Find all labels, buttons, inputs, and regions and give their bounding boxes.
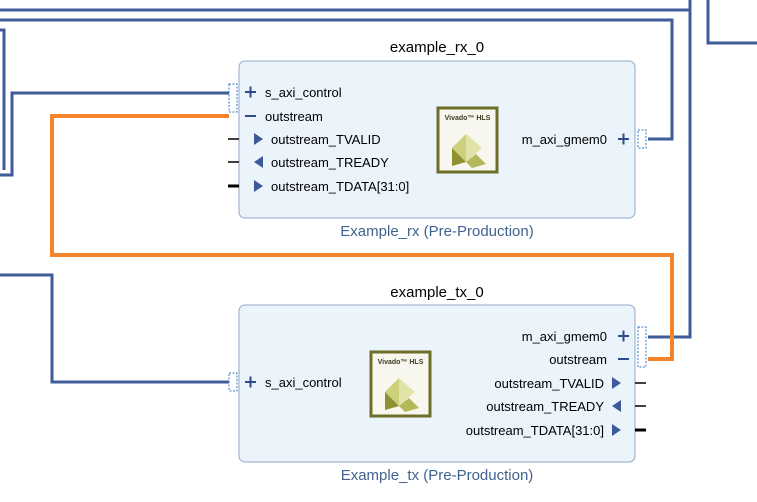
logo-text: Vivado™ HLS	[378, 359, 424, 366]
net-tx-s-axi-control[interactable]	[0, 273, 229, 384]
port-label: s_axi_control	[265, 85, 342, 100]
port-label: outstream_TDATA[31:0]	[466, 423, 604, 438]
net-rx-m-axi-gmem0[interactable]	[0, 18, 674, 141]
vivado-hls-logo: Vivado™ HLS	[369, 350, 432, 418]
net-rx-s-axi-control[interactable]	[0, 91, 229, 177]
triangle-right-icon	[612, 424, 621, 436]
port-label: m_axi_gmem0	[522, 132, 607, 147]
net-left-external[interactable]	[0, 28, 6, 170]
net-top-external-1[interactable]	[0, 0, 692, 12]
triangle-right-icon	[254, 180, 263, 192]
port-outstream-tvalid[interactable]: outstream_TVALID	[494, 376, 646, 391]
net-top-external-2[interactable]	[706, 0, 757, 45]
port-label: s_axi_control	[265, 375, 342, 390]
port-label: outstream	[265, 109, 323, 124]
interface-connector[interactable]	[637, 129, 647, 149]
block-subtitle: Example_tx (Pre-Production)	[341, 467, 534, 484]
port-outstream-tready[interactable]: outstream_TREADY	[486, 399, 646, 414]
port-label: outstream_TVALID	[494, 376, 604, 391]
triangle-left-icon	[612, 400, 621, 412]
nets	[0, 0, 757, 384]
triangle-right-icon	[254, 133, 263, 145]
port-outstream-tready[interactable]: outstream_TREADY	[228, 155, 389, 170]
interface-connector[interactable]	[228, 372, 238, 392]
port-s-axi-control[interactable]: s_axi_control	[245, 85, 342, 100]
port-outstream-tvalid[interactable]: outstream_TVALID	[228, 132, 381, 147]
port-label: outstream_TREADY	[271, 155, 389, 170]
port-m-axi-gmem0[interactable]: m_axi_gmem0	[522, 329, 629, 344]
port-outstream[interactable]: outstream	[245, 109, 323, 124]
port-outstream-tdata[interactable]: outstream_TDATA[31:0]	[466, 423, 646, 438]
interface-connector[interactable]	[637, 326, 647, 368]
block-example-tx-0[interactable]: example_tx_0 Example_tx (Pre-Production)…	[228, 284, 647, 484]
port-m-axi-gmem0[interactable]: m_axi_gmem0	[522, 129, 647, 149]
net-tx-m-axi-gmem0[interactable]	[648, 10, 692, 339]
port-outstream[interactable]: outstream	[549, 352, 629, 367]
block-subtitle: Example_rx (Pre-Production)	[340, 223, 533, 240]
port-label: outstream_TVALID	[271, 132, 381, 147]
port-outstream-tdata[interactable]: outstream_TDATA[31:0]	[228, 179, 409, 194]
port-s-axi-control[interactable]: s_axi_control	[228, 372, 342, 392]
logo-text: Vivado™ HLS	[445, 115, 491, 122]
block-title: example_tx_0	[390, 284, 483, 301]
block-title: example_rx_0	[390, 39, 484, 56]
triangle-left-icon	[254, 156, 263, 168]
vivado-hls-logo: Vivado™ HLS	[436, 106, 499, 174]
interface-connector[interactable]	[228, 83, 238, 113]
port-label: outstream_TDATA[31:0]	[271, 179, 409, 194]
net-outstream[interactable]	[50, 114, 674, 361]
port-label: m_axi_gmem0	[522, 329, 607, 344]
block-example-rx-0[interactable]: example_rx_0 Example_rx (Pre-Production)…	[228, 39, 647, 240]
port-label: outstream_TREADY	[486, 399, 604, 414]
port-label: outstream	[549, 352, 607, 367]
triangle-right-icon	[612, 377, 621, 389]
